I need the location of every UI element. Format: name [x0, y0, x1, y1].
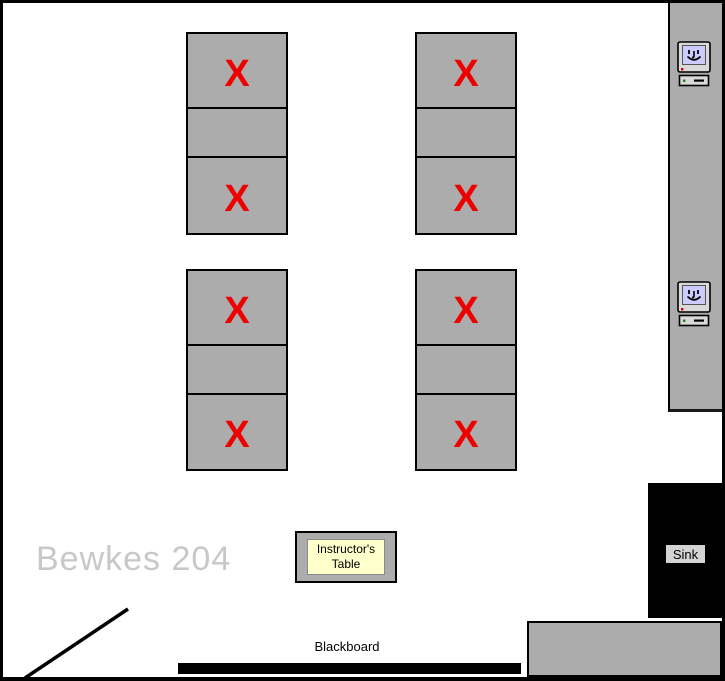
student-seat: X [188, 271, 286, 344]
instructor-table-label: Instructor's Table [307, 539, 385, 575]
seat-occupied-mark: X [224, 177, 250, 220]
table-middle-section [417, 107, 515, 158]
student-seat: X [417, 158, 515, 233]
seat-occupied-mark: X [453, 52, 479, 95]
seat-occupied-mark: X [224, 52, 250, 95]
table-middle-section [417, 344, 515, 395]
sink-label-text: Sink [672, 546, 699, 562]
table-group-front-left: X X [186, 269, 288, 471]
student-seat: X [188, 395, 286, 469]
blackboard-label: Blackboard [314, 639, 380, 654]
seat-occupied-mark: X [453, 414, 479, 456]
seat-occupied-mark: X [224, 289, 250, 332]
room-title: Bewkes 204 [36, 540, 232, 578]
table-middle-section [188, 107, 286, 158]
computer-icon [677, 281, 711, 327]
table-middle-section [188, 344, 286, 395]
table-group-back-right: X X [415, 32, 517, 235]
computer-icon [677, 41, 711, 87]
side-counter [527, 621, 722, 677]
door-swing-line [24, 607, 129, 677]
instructor-table: Instructor's Table [295, 531, 397, 583]
blackboard [178, 663, 521, 674]
table-group-front-right: X X [415, 269, 517, 471]
student-seat: X [188, 34, 286, 107]
student-seat: X [417, 395, 515, 469]
student-seat: X [188, 158, 286, 233]
student-seat: X [417, 34, 515, 107]
seat-occupied-mark: X [453, 177, 479, 220]
sink-label: Sink [665, 544, 706, 564]
seat-occupied-mark: X [224, 414, 250, 456]
student-seat: X [417, 271, 515, 344]
table-group-back-left: X X [186, 32, 288, 235]
seat-occupied-mark: X [453, 289, 479, 332]
